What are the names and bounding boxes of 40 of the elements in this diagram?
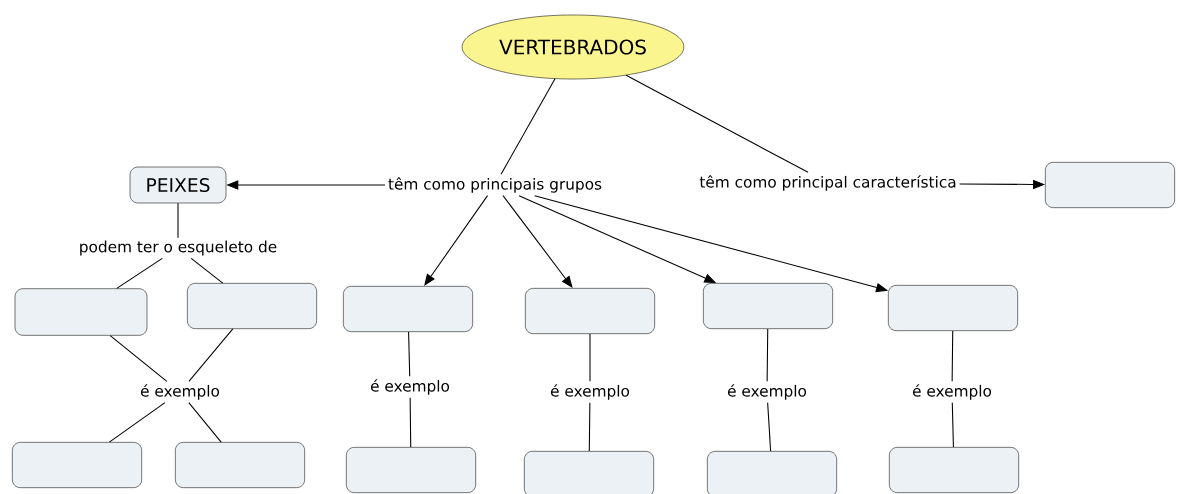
- connector-line: [500, 78, 556, 175]
- concept-box: [889, 447, 1019, 493]
- concept-box: [524, 451, 654, 494]
- linking-phrase: é exemplo: [370, 379, 450, 395]
- concept-box: [175, 442, 305, 488]
- connector-line: [767, 402, 772, 452]
- connector-line: [188, 328, 234, 382]
- connector-line: [951, 330, 954, 382]
- concept-box: [703, 283, 833, 329]
- linking-phrase: têm como principais grupos: [388, 177, 602, 193]
- connector-line: [190, 257, 224, 284]
- concept-oval: VERTEBRADOS: [461, 14, 685, 80]
- concept-box: [12, 442, 142, 488]
- connector-line: [116, 257, 163, 289]
- connector-line: [409, 397, 412, 448]
- connector-line: [951, 402, 954, 448]
- connector-line: [408, 331, 411, 377]
- linking-phrase: é exemplo: [727, 384, 807, 400]
- connector-line: [109, 335, 168, 382]
- concept-box: [343, 286, 473, 332]
- linking-phrase: podem ter o esqueleto de: [80, 240, 277, 256]
- connector-line: [188, 402, 222, 443]
- linking-phrase: é exemplo: [550, 384, 630, 400]
- concept-box: [187, 283, 317, 329]
- concept-box: [525, 288, 655, 334]
- linking-phrase: é exemplo: [912, 384, 992, 400]
- linking-phrase: é exemplo: [140, 384, 220, 400]
- connector-line: [588, 402, 591, 452]
- concept-box: [1045, 162, 1175, 208]
- concept-box: [14, 288, 148, 336]
- connector-line: [108, 402, 166, 443]
- concept-box: [888, 285, 1018, 331]
- concept-box: [707, 451, 837, 494]
- connector-line: [766, 328, 769, 382]
- connector-line: [177, 202, 179, 239]
- connector-line: [625, 74, 809, 173]
- concept-box: PEIXES: [129, 166, 227, 204]
- concept-box: [346, 447, 476, 493]
- connector-line: [589, 333, 591, 382]
- linking-phrase: têm como principal característica: [699, 175, 956, 191]
